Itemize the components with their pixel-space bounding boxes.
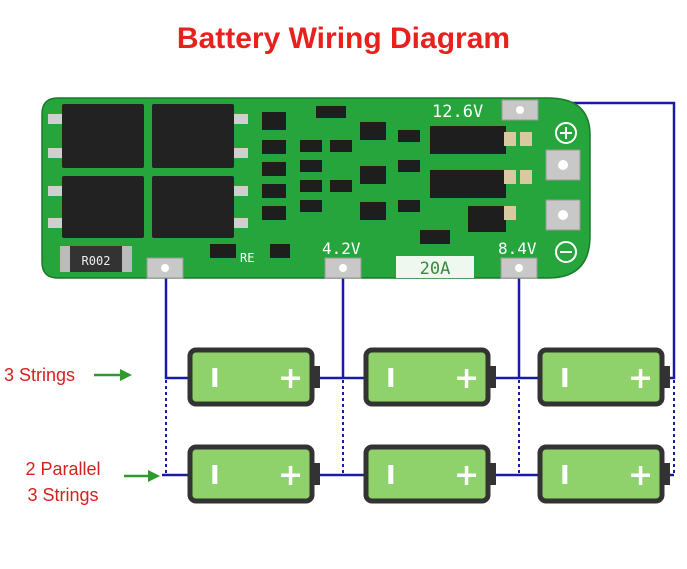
battery-negative-symbol: I <box>210 461 220 491</box>
parallel-label-line2: 3 Strings <box>27 485 99 505</box>
wire-bminus <box>164 268 190 380</box>
battery-positive-symbol: + <box>278 361 303 396</box>
resistor-code: R002 <box>82 254 111 268</box>
battery-negative-symbol: I <box>560 364 570 394</box>
diagram-title: Battery Wiring Diagram <box>176 22 511 55</box>
battery-positive-symbol: + <box>278 458 303 493</box>
battery-positive-symbol: + <box>628 361 653 396</box>
smd-components <box>210 106 506 258</box>
mosfet-2 <box>152 104 248 168</box>
re-mark: RE <box>240 251 254 265</box>
resistor-pads <box>504 132 532 220</box>
battery-positive-symbol: + <box>628 458 653 493</box>
parallel-label-line1: 2 Parallel <box>25 459 101 479</box>
battery-positive-symbol: + <box>454 458 479 493</box>
plus-terminal-icon <box>555 122 577 144</box>
battery-negative-symbol: I <box>386 461 396 491</box>
series-label: 3 Strings <box>4 362 75 388</box>
shunt-resistor: R002 <box>60 246 132 272</box>
battery-positive-symbol: + <box>454 361 479 396</box>
minus-terminal-icon <box>555 241 577 263</box>
voltage-label-8v4: 8.4V <box>498 239 537 258</box>
voltage-label-4v2: 4.2V <box>322 239 361 258</box>
battery-negative-symbol: I <box>560 461 570 491</box>
battery-pack: I+I+I+I+I+I+ <box>187 347 670 504</box>
mosfet-3 <box>48 176 144 238</box>
battery-cell: I+ <box>363 444 496 504</box>
arrow-parallel <box>124 470 160 482</box>
series-label-text: 3 Strings <box>4 365 76 385</box>
arrow-series <box>94 369 132 381</box>
battery-cell: I+ <box>363 347 496 407</box>
current-rating-label: 20A <box>420 259 451 279</box>
battery-cell: I+ <box>187 444 320 504</box>
battery-cell: I+ <box>187 347 320 407</box>
parallel-label: 2 Parallel 3 Strings <box>4 456 122 508</box>
voltage-label-12v6: 12.6V <box>432 102 483 122</box>
parallel-links <box>165 380 675 474</box>
solder-pads <box>146 99 581 279</box>
battery-negative-symbol: I <box>386 364 396 394</box>
battery-cell: I+ <box>537 444 670 504</box>
mosfet-4 <box>152 176 248 238</box>
battery-cell: I+ <box>537 347 670 407</box>
mosfet-1 <box>48 104 144 168</box>
bms-board: R002 <box>41 97 591 279</box>
battery-negative-symbol: I <box>210 364 220 394</box>
